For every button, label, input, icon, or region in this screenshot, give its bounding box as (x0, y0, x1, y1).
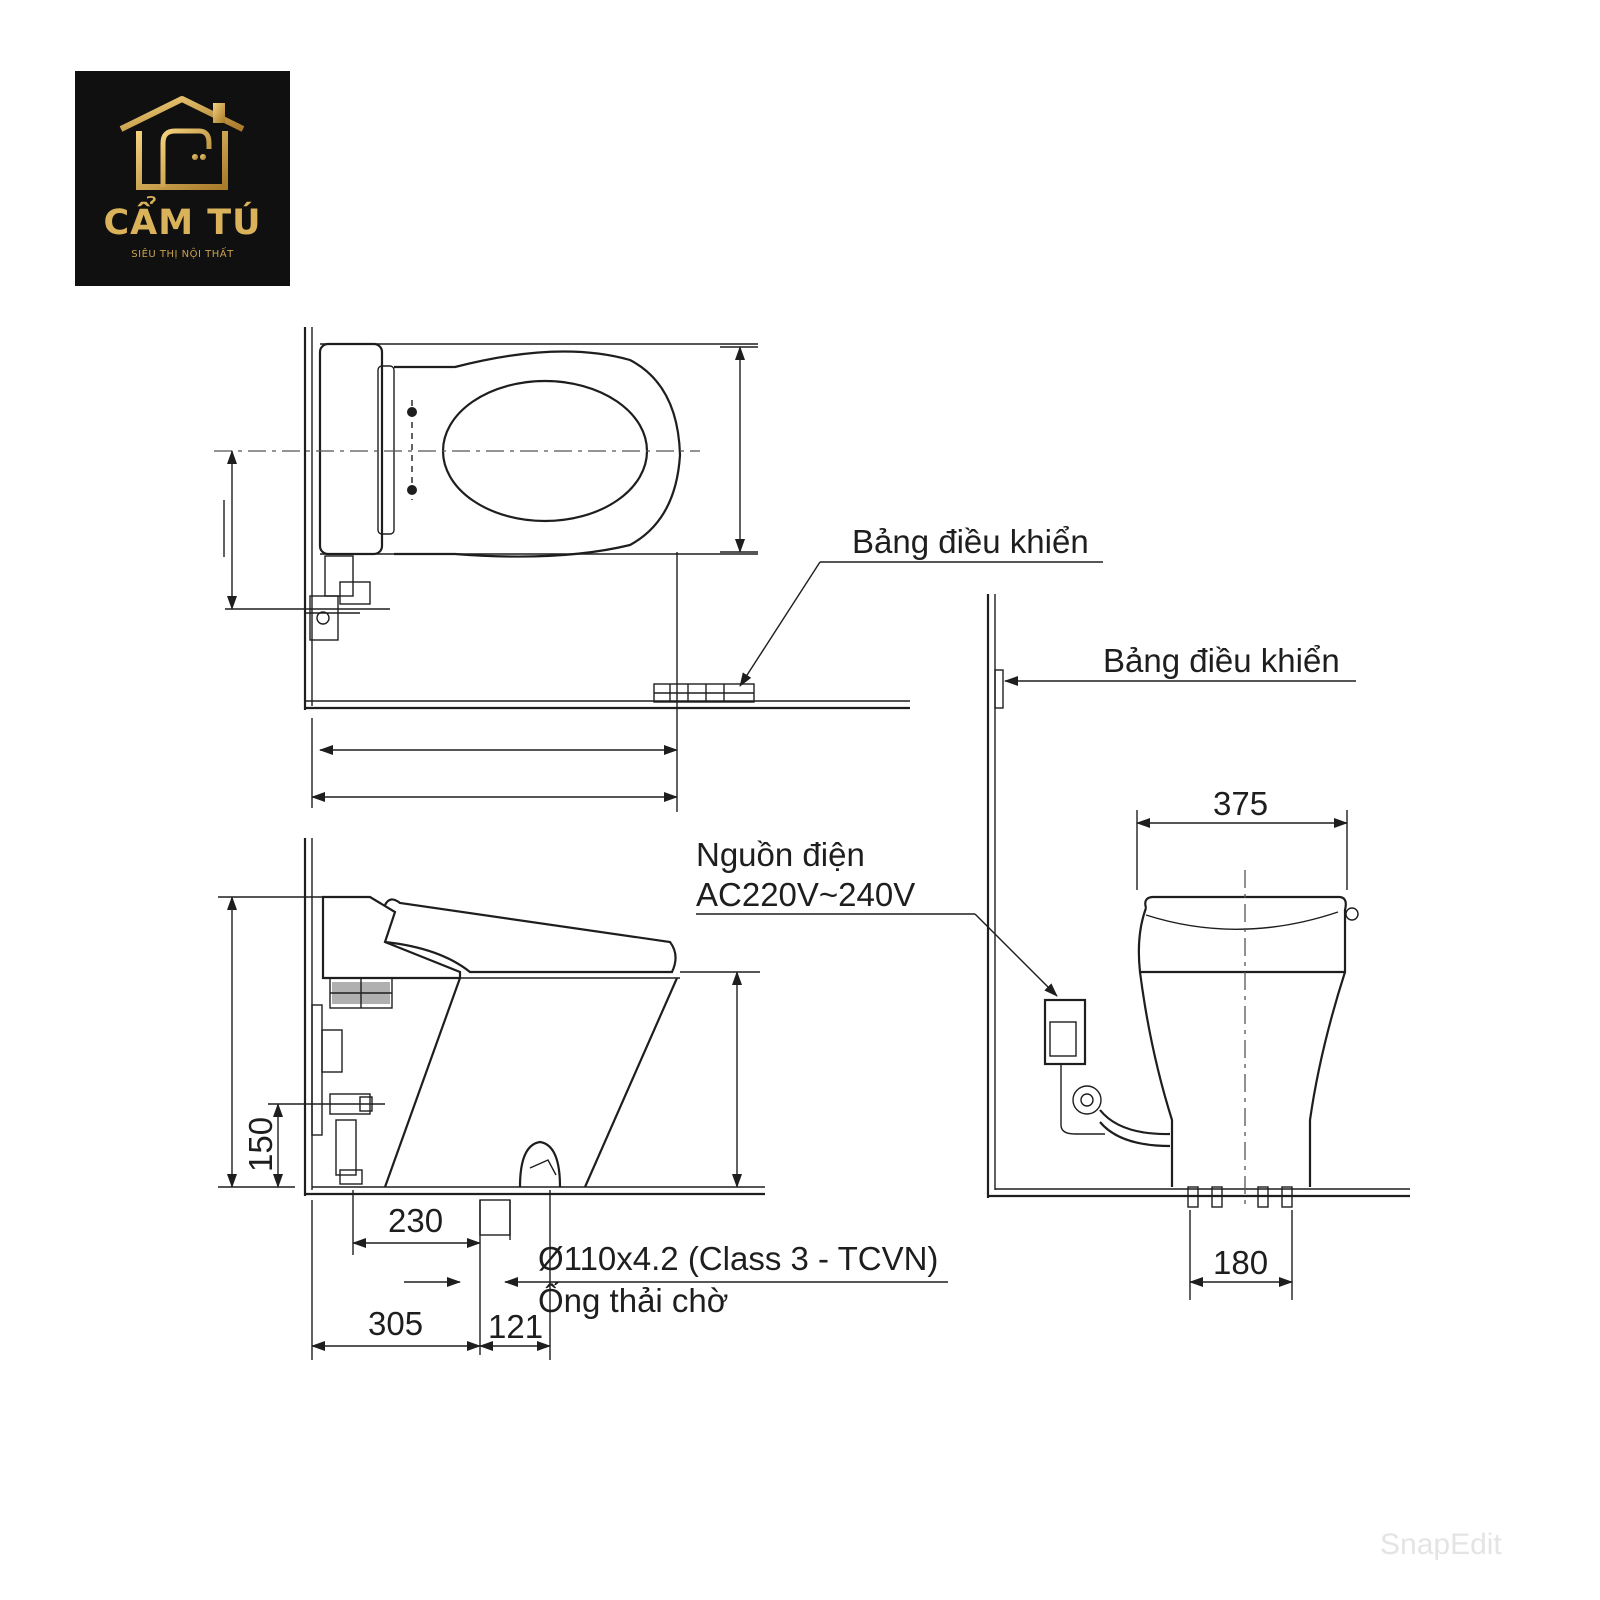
dim-150: 150 (242, 1117, 279, 1172)
pipe-spec-label: Ø110x4.2 (Class 3 - TCVN) (538, 1240, 938, 1277)
watermark: SnapEdit (1380, 1528, 1502, 1561)
brand-logo: CẨM TÚ SIÊU THỊ NỘI THẤT (75, 71, 290, 286)
dim-230: 230 (388, 1202, 443, 1239)
dim-180: 180 (1213, 1244, 1268, 1281)
dim-121: 121 (488, 1308, 543, 1345)
side-view: 150 230 Ø110x4.2 (Class 3 - TCVN) Ống th… (218, 838, 948, 1360)
power-title-label: Nguồn điện (696, 836, 865, 873)
control-panel-label-side: Bảng điều khiển (1103, 642, 1340, 679)
dim-305: 305 (368, 1305, 423, 1342)
front-view: Bảng điều khiển 375 Nguồn điện AC220V~24… (696, 594, 1410, 1300)
house-logo-icon (119, 96, 245, 190)
control-panel-label-top: Bảng điều khiển (852, 523, 1089, 560)
power-spec-label: AC220V~240V (696, 876, 915, 913)
pipe-name-label: Ống thải chờ (538, 1281, 728, 1319)
logo-tagline: SIÊU THỊ NỘI THẤT (131, 249, 234, 260)
logo-name: CẨM TÚ (103, 203, 262, 243)
dim-375: 375 (1213, 785, 1268, 822)
top-view: Bảng điều khiển (214, 327, 1103, 812)
